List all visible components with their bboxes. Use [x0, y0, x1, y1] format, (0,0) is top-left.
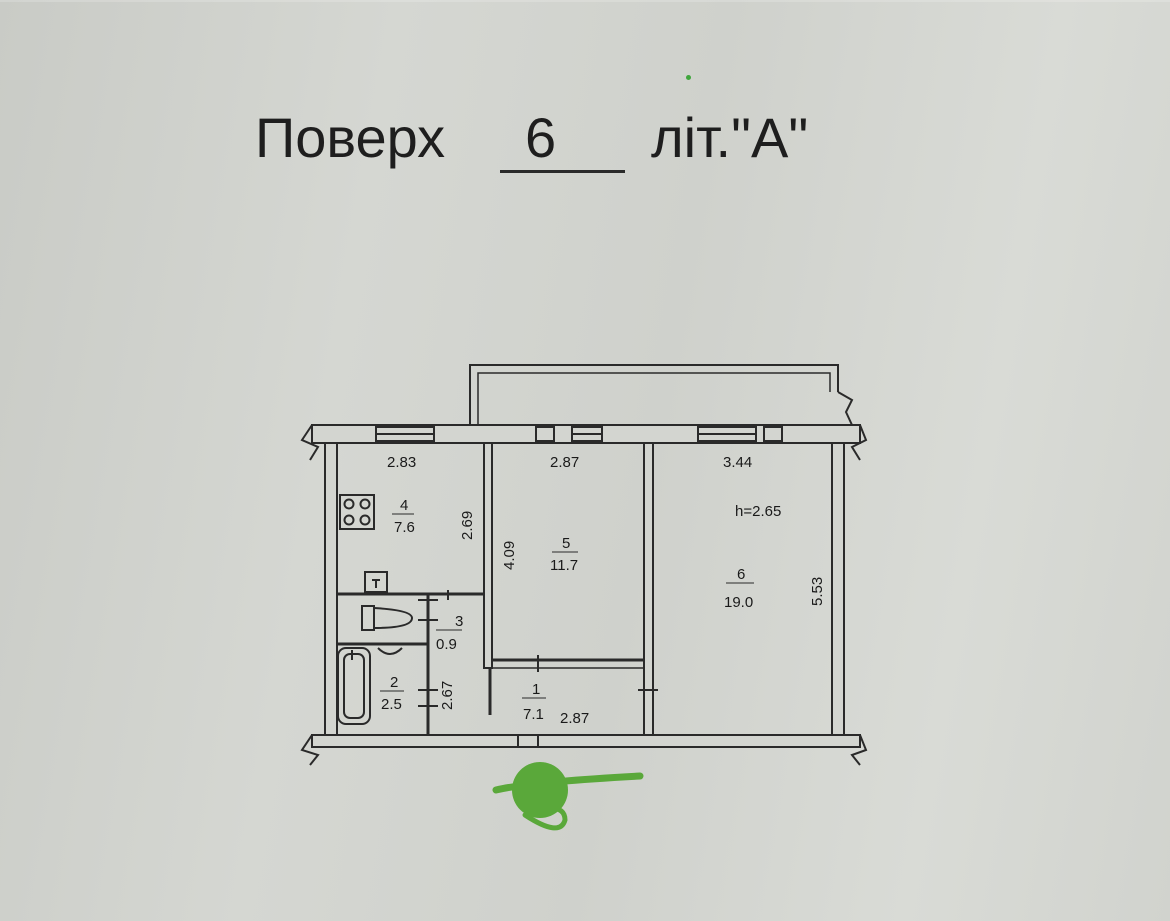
wall-kitchen-room5 — [483, 442, 493, 669]
room5-area: 11.7 — [550, 557, 578, 574]
outer-wall-right — [831, 442, 845, 736]
kitchen-sink-icon — [364, 571, 388, 593]
stove-icon — [339, 494, 375, 530]
green-dot — [686, 75, 691, 80]
marker-scribble — [492, 762, 644, 831]
washbasin-icon — [377, 647, 403, 655]
kitchen-number: 4 — [400, 497, 408, 514]
balcony — [469, 364, 839, 425]
floor-number: 6 — [525, 106, 557, 169]
room5-length: 4.09 — [501, 541, 518, 570]
outer-wall-left — [324, 442, 338, 736]
toilet-icon — [361, 605, 375, 631]
toilet-area: 0.9 — [436, 636, 457, 653]
letter-label: літ."А" — [651, 106, 809, 169]
hall-width: 2.87 — [560, 710, 589, 727]
bathroom-length: 2.67 — [439, 681, 456, 710]
kitchen-length: 2.69 — [459, 511, 476, 540]
hall-area: 7.1 — [523, 706, 544, 723]
room6-width: 3.44 — [723, 454, 752, 471]
floor-underline — [500, 170, 625, 173]
kitchen-width: 2.83 — [387, 454, 416, 471]
room6-area: 19.0 — [724, 594, 753, 611]
room6-length: 5.53 — [809, 577, 826, 606]
room6-number: 6 — [737, 566, 745, 583]
hall-number: 1 — [532, 681, 540, 698]
room5-width: 2.87 — [550, 454, 579, 471]
outer-wall-bottom — [311, 734, 861, 748]
kitchen-area: 7.6 — [394, 519, 415, 536]
bathroom-number: 2 — [390, 674, 398, 691]
wall-room5-room6 — [643, 442, 654, 736]
toilet-number: 3 — [455, 613, 463, 630]
floor-label: Поверх — [255, 106, 446, 169]
bathtub-icon — [337, 647, 371, 725]
room5-number: 5 — [562, 535, 570, 552]
bathroom-area: 2.5 — [381, 696, 402, 713]
ceiling-height: h=2.65 — [735, 503, 781, 520]
